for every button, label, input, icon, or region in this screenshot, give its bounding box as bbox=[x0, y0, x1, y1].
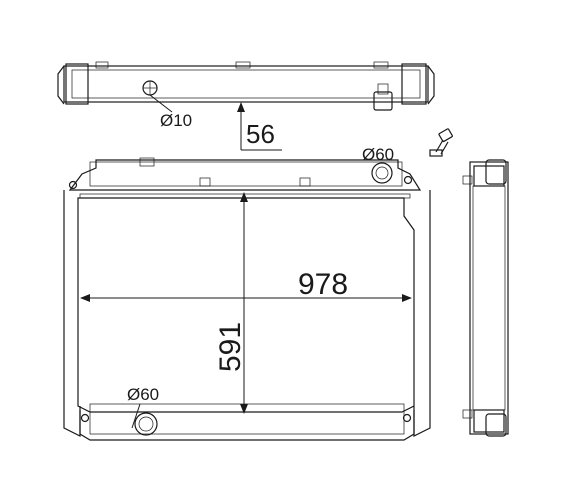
height-dimension bbox=[240, 192, 248, 414]
height-label: 591 bbox=[214, 322, 247, 372]
bolt-icon bbox=[429, 128, 453, 157]
top-pipe-diameter-label: Ø60 bbox=[362, 145, 394, 164]
bottom-pipe-diameter-label: Ø60 bbox=[127, 385, 159, 404]
depth-label: 56 bbox=[246, 119, 275, 149]
top-hole-diameter-label: Ø10 bbox=[160, 111, 192, 130]
side-view bbox=[462, 159, 509, 437]
width-dimension bbox=[80, 294, 412, 302]
width-label: 978 bbox=[298, 268, 348, 301]
depth-dimension bbox=[237, 102, 282, 151]
top-view bbox=[57, 61, 435, 111]
